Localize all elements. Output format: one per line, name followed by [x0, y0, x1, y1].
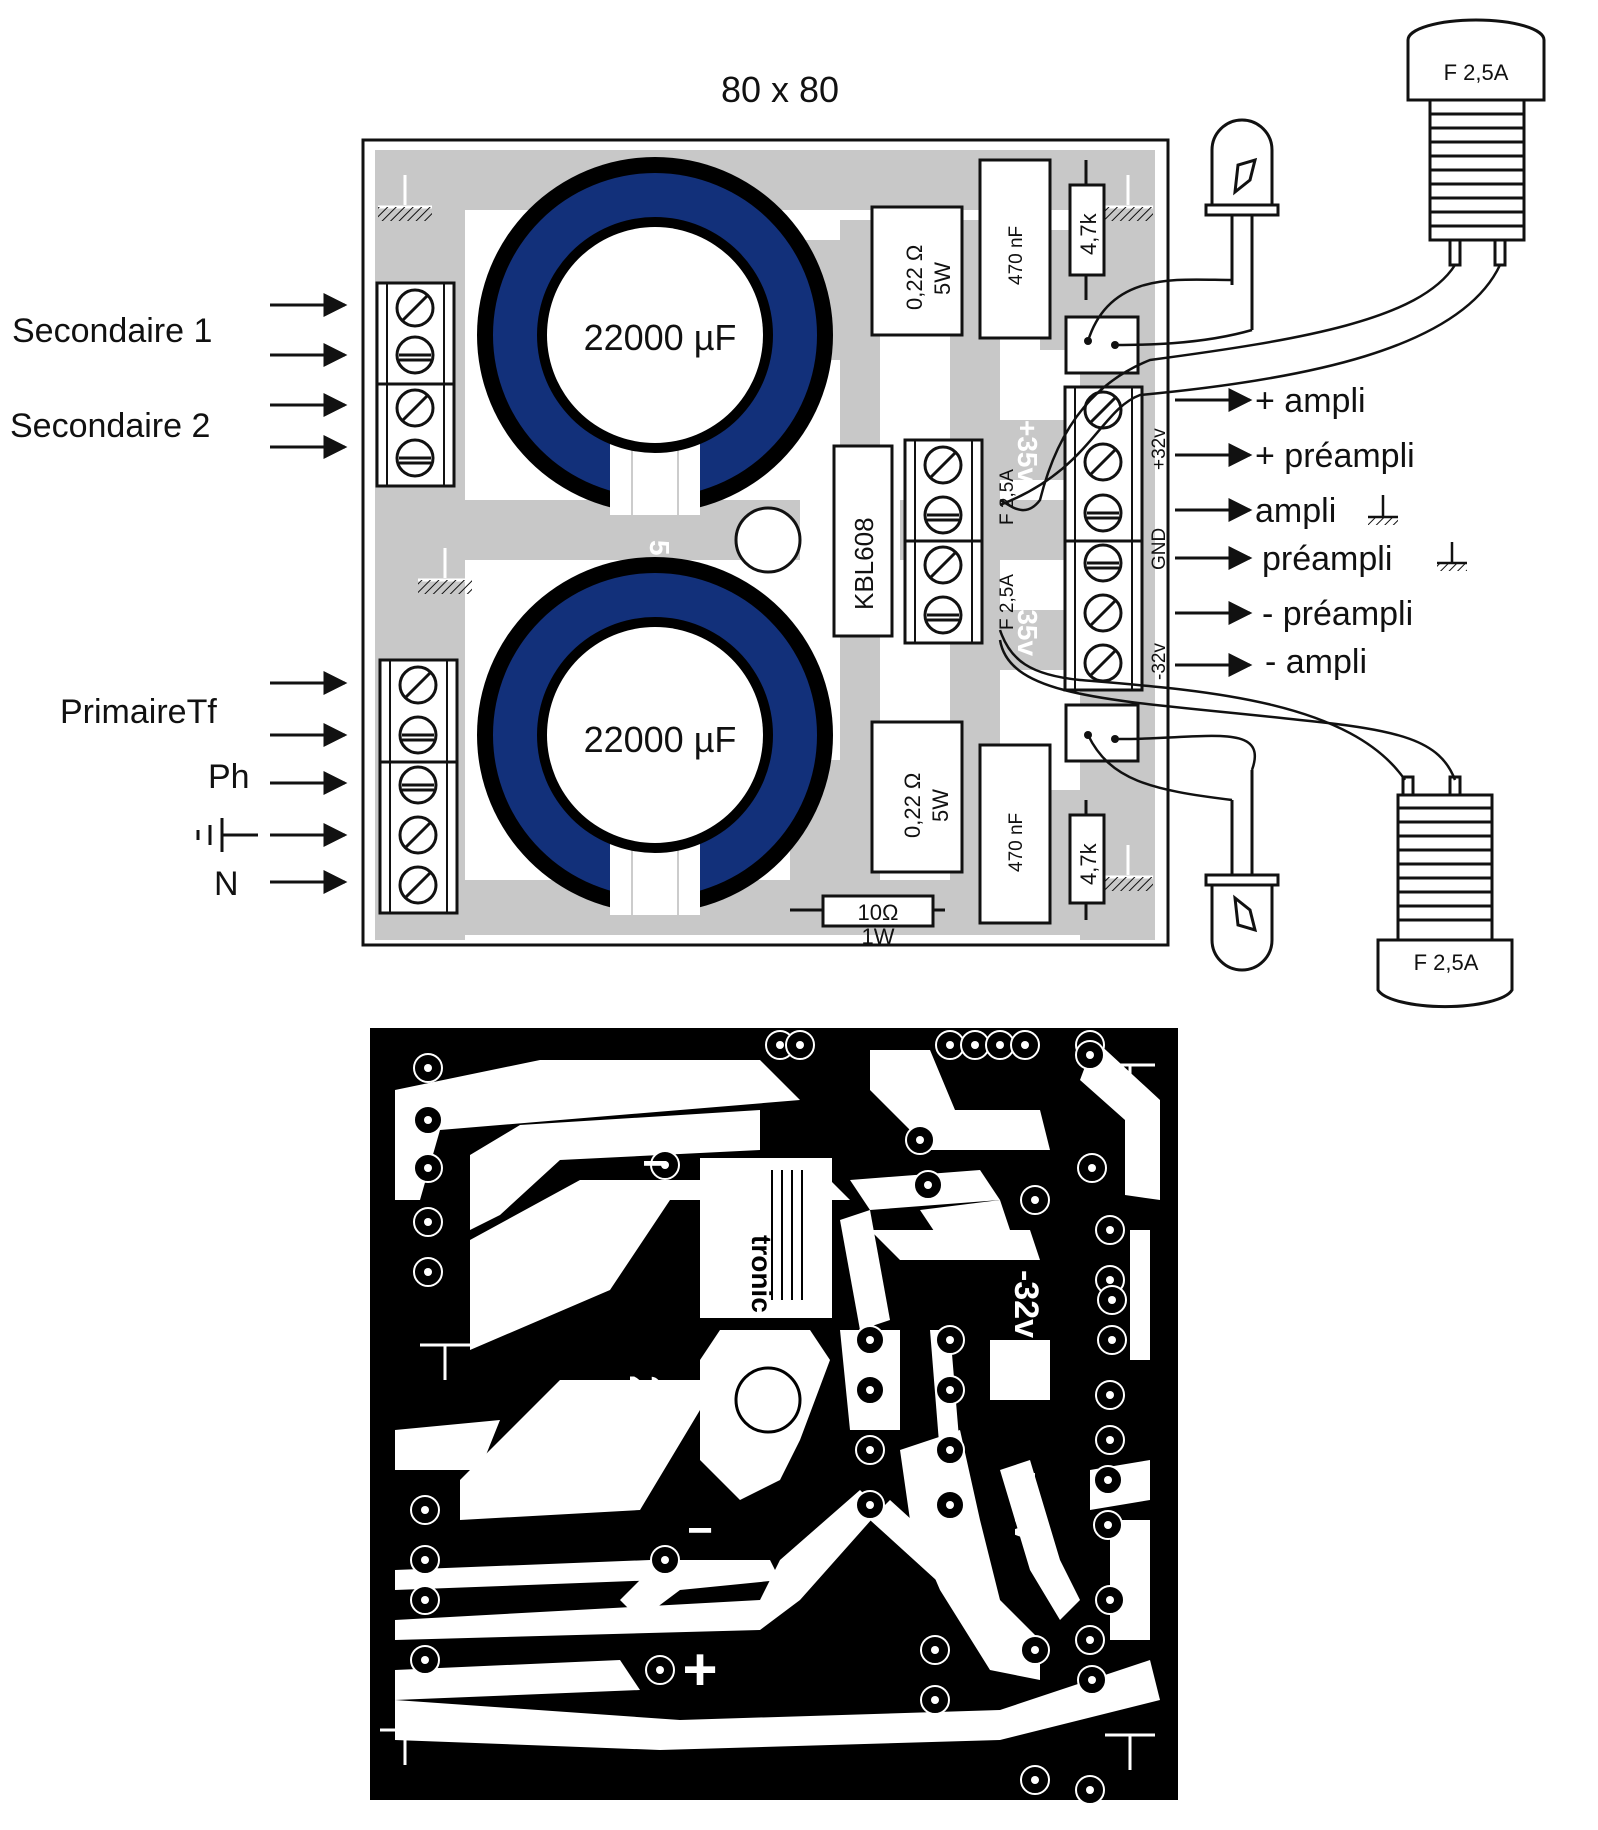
resistor-0-22-top-power: 5W — [930, 262, 955, 295]
screw-terminals-output — [1083, 390, 1123, 683]
resistor-0-22-bottom — [870, 720, 964, 874]
pcb-minus-bottom: − — [687, 1506, 713, 1555]
ground-hatch — [1103, 207, 1153, 221]
pcb-copper-layout — [370, 1028, 1178, 1805]
fuse-holder-bottom — [1376, 775, 1514, 1009]
fuse-onboard-bottom-label: F 2,5A — [997, 574, 1018, 630]
capacitor-470nf-top-label: 470 nF — [1006, 226, 1027, 285]
screw-terminals-center — [923, 445, 963, 635]
label-minus32: -32v — [1149, 643, 1170, 680]
resistor-0-22-top-value: 0,22 Ω — [902, 245, 927, 310]
resistor-10-ohm-label: 10Ω — [858, 900, 899, 925]
ground-hatch — [418, 580, 472, 594]
pcb-ground-symbols — [380, 1063, 1155, 1770]
ground-hatch — [1103, 877, 1153, 891]
output-arrows — [1175, 388, 1253, 677]
wires — [998, 264, 1502, 802]
label-plus-ampli: + ampli — [1255, 382, 1366, 420]
label-minus-preampli: - préampli — [1262, 595, 1413, 633]
resistor-4-7k-top-label: 4,7k — [1076, 212, 1101, 255]
label-minus-ampli: - ampli — [1265, 643, 1367, 681]
label-plus-preampli: + préampli — [1255, 437, 1415, 475]
label-ph: Ph — [208, 758, 250, 796]
screw-terminals-left — [395, 288, 438, 905]
pcb-label-2025: 2025 — [620, 1375, 669, 1473]
pcb-plus-top: + — [592, 1226, 627, 1293]
ground-icon — [1368, 495, 1398, 519]
ground-icon — [1437, 542, 1467, 565]
ground-hatch — [378, 207, 432, 221]
silk-minus35: -35v — [1012, 600, 1043, 656]
pcb-label-plus32: +32v — [1007, 1465, 1045, 1542]
led-bottom — [1204, 770, 1280, 972]
label-n: N — [214, 865, 239, 903]
silk-5: 5 — [644, 540, 675, 556]
fuse-top-label: F 2,5A — [1444, 60, 1509, 85]
resistor-10-ohm-power: 1W — [862, 924, 895, 949]
label-plus32: +32v — [1149, 428, 1170, 470]
label-secondaire-2: Secondaire 2 — [10, 407, 210, 445]
resistor-4-7k-top — [1068, 183, 1106, 277]
pcb-label-minus32: -32v — [1007, 1270, 1045, 1338]
terminal-block-output — [1063, 385, 1144, 692]
pcb-minus-top: − — [642, 1139, 668, 1188]
label-primaire: PrimaireTf — [60, 693, 217, 731]
logo-icon — [771, 1170, 803, 1300]
label-preampli-ground: préampli — [1262, 540, 1392, 578]
mounting-hole — [734, 506, 802, 574]
resistor-4-7k-bottom-label: 4,7k — [1076, 842, 1101, 885]
resistor-0-22-bottom-power: 5W — [928, 789, 953, 822]
capacitor-top-label: 22000 µF — [584, 317, 737, 358]
resistor-0-22-top — [870, 205, 964, 337]
pcb-plus-bottom: + — [682, 1636, 717, 1703]
board-size-title: 80 x 80 — [721, 69, 839, 110]
resistor-0-22-bottom-value: 0,22 Ω — [900, 773, 925, 838]
ground-icon — [196, 818, 258, 852]
fuse-bottom-label: F 2,5A — [1414, 950, 1479, 975]
resistor-10-ohm — [821, 894, 935, 928]
silk-plus35: +35v — [1012, 420, 1043, 483]
bridge-rectifier-label: KBL608 — [849, 517, 879, 610]
capacitor-top — [477, 157, 833, 515]
fuse-holder-top — [1406, 18, 1546, 267]
capacitor-470nf-bottom — [978, 743, 1052, 925]
input-arrows — [270, 293, 348, 894]
capacitor-470nf-bottom-label: 470 nF — [1006, 813, 1027, 872]
terminal-block-center — [903, 438, 984, 645]
label-gnd: GND — [1149, 528, 1170, 570]
ground-hatch — [1368, 517, 1398, 525]
capacitor-470nf-top — [978, 158, 1052, 340]
capacitor-bottom-label: 22000 µF — [584, 719, 737, 760]
bridge-rectifier — [832, 444, 894, 638]
label-secondaire-1: Secondaire 1 — [12, 312, 212, 350]
resistor-4-7k-bottom — [1068, 813, 1106, 905]
label-ampli-ground: ampli — [1255, 492, 1336, 530]
fuse-onboard-top-label: F 2,5A — [997, 469, 1018, 525]
capacitor-bottom — [477, 557, 833, 915]
led-connector-bottom — [1064, 703, 1140, 763]
ground-hatch — [1437, 563, 1467, 571]
led-top — [1204, 118, 1280, 330]
